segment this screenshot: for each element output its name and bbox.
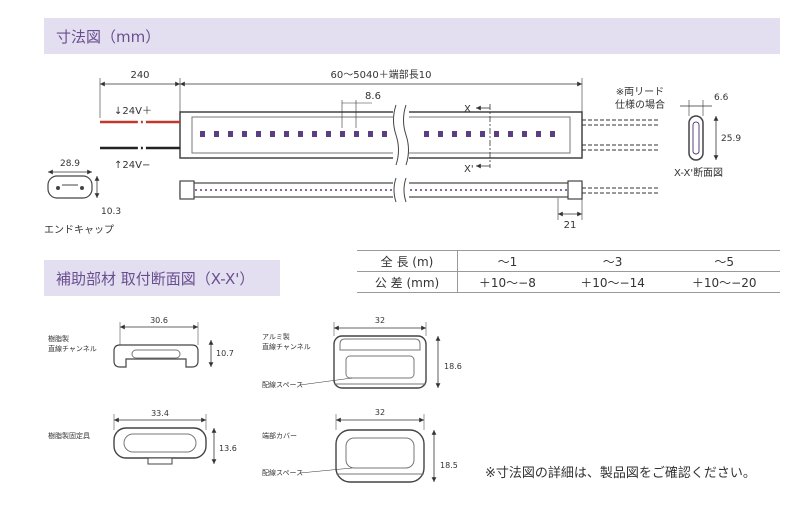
- led-chip: [228, 131, 233, 137]
- tolerance-table: 全 長 (m) ～1 ～3 ～5 公 差 (mm) ＋10～−8 ＋10～−14…: [357, 250, 780, 293]
- dim-resin-channel-height: 10.7: [216, 349, 234, 358]
- led-chip: [480, 131, 485, 137]
- note-double-lead-2: 仕様の場合: [615, 98, 665, 111]
- end-cover-drawing: [335, 429, 425, 483]
- resin-bracket-drawing: [113, 427, 207, 465]
- dim-end-cover-height: 18.5: [440, 461, 458, 470]
- led-chip-row: [200, 131, 555, 137]
- dim-end-cap-height: 10.3: [101, 207, 121, 217]
- dim-resin-channel-width: 30.6: [150, 316, 168, 325]
- led-chip: [354, 131, 359, 137]
- table-cell: ～5: [668, 250, 780, 272]
- dim-aluminum-channel-width: 32: [375, 316, 385, 325]
- table-header-cell: 公 差 (mm): [357, 271, 458, 293]
- table-cell: ＋10～−20: [668, 271, 780, 293]
- dim-resin-bracket-width: 33.4: [151, 409, 169, 418]
- label-24v-plus: ↓24V＋: [114, 106, 152, 117]
- label-end-cover: 端部カバー: [262, 431, 297, 440]
- label-resin-channel-1: 樹脂製: [48, 334, 69, 343]
- label-aluminum-channel-1: アルミ製: [262, 332, 290, 341]
- led-chip: [256, 131, 261, 137]
- dim-resin-bracket-height: 13.6: [219, 444, 237, 453]
- label-resin-bracket: 樹脂製固定具: [48, 431, 90, 440]
- table-cell: ～3: [556, 250, 669, 272]
- dim-end-length: 21: [564, 220, 577, 231]
- dim-cross-section-height: 25.9: [721, 134, 741, 144]
- led-chip: [368, 131, 373, 137]
- dim-cross-section-width: 6.6: [714, 93, 729, 103]
- table-header-cell: 全 長 (m): [357, 250, 458, 272]
- dim-led-pitch: 8.6: [365, 91, 381, 102]
- led-chip: [200, 131, 205, 137]
- led-chip: [438, 131, 443, 137]
- led-chip: [508, 131, 513, 137]
- section-title-accessories: 補助部材 取付断面図（X-X'）: [56, 270, 255, 288]
- dim-lead-length: 240: [130, 70, 149, 81]
- label-wiring-space-1: 配線スペース: [262, 380, 303, 389]
- dim-aluminum-channel-height: 18.6: [444, 362, 462, 371]
- dim-strip-length: 60～5040＋端部長10: [331, 68, 432, 81]
- aluminum-channel-drawing: [333, 335, 427, 389]
- lead-wires: [100, 117, 660, 153]
- led-chip: [284, 131, 289, 137]
- end-cap-drawing: [47, 175, 93, 199]
- led-strip-side-view: [179, 177, 660, 203]
- table-cell: ～1: [457, 250, 557, 272]
- led-chip: [214, 131, 219, 137]
- footnote: ※寸法図の詳細は、製品図をご確認ください。: [485, 466, 756, 481]
- table-cell: ＋10～−8: [457, 271, 557, 293]
- note-double-lead-1: ※両リード: [616, 87, 664, 98]
- led-chip: [452, 131, 457, 137]
- label-end-cap: エンドキャップ: [44, 224, 114, 236]
- table-cell: ＋10～−14: [556, 271, 669, 293]
- label-section-x: X: [464, 104, 471, 115]
- section-header-accessories: 補助部材 取付断面図（X-X'）: [44, 260, 280, 296]
- section-header-dimensions: 寸法図（mm）: [44, 18, 780, 54]
- label-resin-channel-2: 直線チャンネル: [48, 344, 97, 353]
- resin-channel-drawing: [113, 344, 199, 368]
- label-aluminum-channel-2: 直線チャンネル: [262, 342, 311, 351]
- led-strip-top-view: [179, 104, 583, 166]
- table-row: 公 差 (mm) ＋10～−8 ＋10～−14 ＋10～−20: [357, 271, 780, 293]
- led-chip: [298, 131, 303, 137]
- label-24v-minus: ↑24V−: [114, 160, 150, 171]
- led-chip: [466, 131, 471, 137]
- led-chip: [550, 131, 555, 137]
- dim-end-cap-width: 28.9: [60, 159, 80, 169]
- cross-section-drawing: [688, 115, 704, 161]
- led-chip: [270, 131, 275, 137]
- table-row: 全 長 (m) ～1 ～3 ～5: [357, 250, 780, 272]
- led-chip: [312, 131, 317, 137]
- led-chip: [326, 131, 331, 137]
- led-chip: [242, 131, 247, 137]
- dim-end-cover-width: 32: [375, 408, 385, 417]
- section-title-dimensions: 寸法図（mm）: [56, 28, 161, 46]
- led-chip: [340, 131, 345, 137]
- led-chip: [536, 131, 541, 137]
- led-chip: [522, 131, 527, 137]
- led-chip: [494, 131, 499, 137]
- label-cross-section: X-X'断面図: [674, 166, 723, 179]
- led-chip: [424, 131, 429, 137]
- label-wiring-space-2: 配線スペース: [262, 468, 303, 477]
- label-section-x-prime: X': [464, 164, 474, 175]
- led-chip: [382, 131, 387, 137]
